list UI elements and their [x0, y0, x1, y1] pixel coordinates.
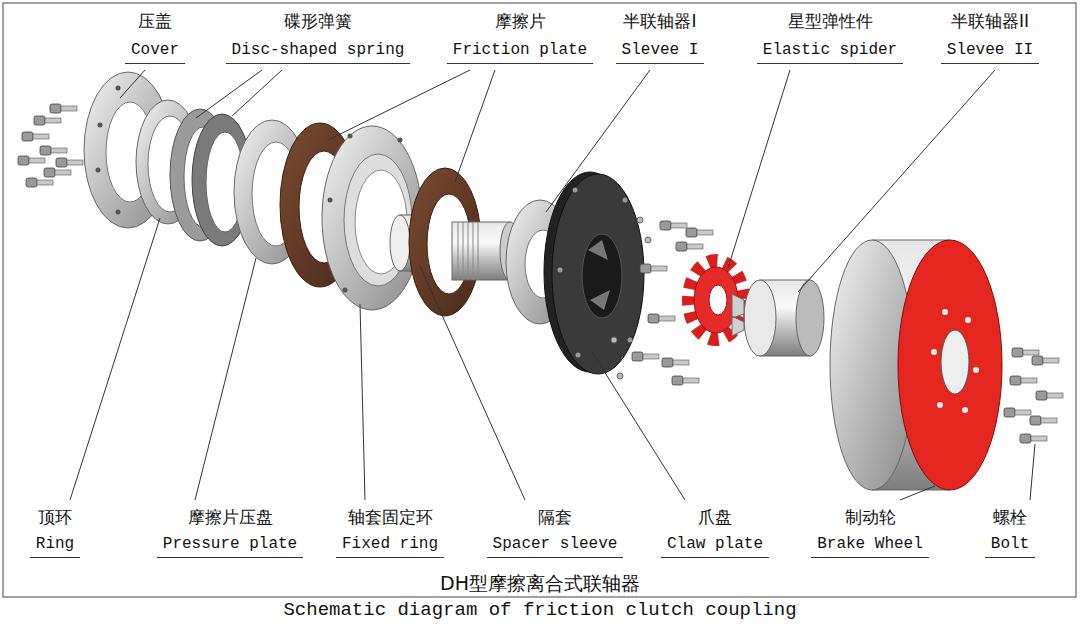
part-name-zh: 爪盘 [698, 506, 732, 528]
part-name-en: Ring [30, 534, 80, 558]
part-name-zh: 摩擦片压盘 [188, 506, 273, 528]
part-name-zh: 顶环 [38, 506, 72, 528]
part-name-zh: 半联轴器I [623, 10, 696, 32]
part-name-zh: 隔套 [538, 506, 572, 528]
part-name-zh: 轴套固定环 [348, 506, 433, 528]
diagram-caption: Schematic diagram of friction clutch cou… [279, 598, 800, 622]
part-name-zh: 碟形弹簧 [284, 10, 352, 32]
part-name-en: Fixed ring [336, 534, 444, 558]
part-name-en: Disc-shaped spring [226, 40, 411, 64]
frame [3, 3, 1076, 597]
slevee-two [732, 280, 824, 356]
bolts-left [18, 104, 83, 187]
part-name-en: Slevee I [616, 40, 705, 64]
part-name-zh: 摩擦片 [495, 10, 546, 32]
part-name-en: Elastic spider [757, 40, 903, 64]
part-name-en: Spacer sleeve [487, 534, 624, 558]
leader-lines [70, 70, 1035, 500]
part-name-en: Brake Wheel [811, 534, 929, 558]
part-name-zh: 制动轮 [845, 506, 896, 528]
part-name-en: Pressure plate [157, 534, 303, 558]
part-name-en: Slevee II [941, 40, 1039, 64]
part-name-zh: 星型弹性件 [788, 10, 873, 32]
claw-plate [544, 172, 644, 374]
diagram-title: DH型摩擦离合式联轴器 [436, 571, 644, 595]
part-name-en: Bolt [985, 534, 1035, 558]
part-name-en: Friction plate [447, 40, 593, 64]
part-name-zh: 螺栓 [993, 506, 1027, 528]
part-name-zh: 压盖 [138, 10, 172, 32]
bolts-right [1004, 348, 1063, 443]
part-name-en: Cover [125, 40, 185, 64]
part-name-zh: 半联轴器II [951, 10, 1029, 32]
brake-wheel [830, 240, 1002, 490]
part-name-en: Claw plate [661, 534, 769, 558]
